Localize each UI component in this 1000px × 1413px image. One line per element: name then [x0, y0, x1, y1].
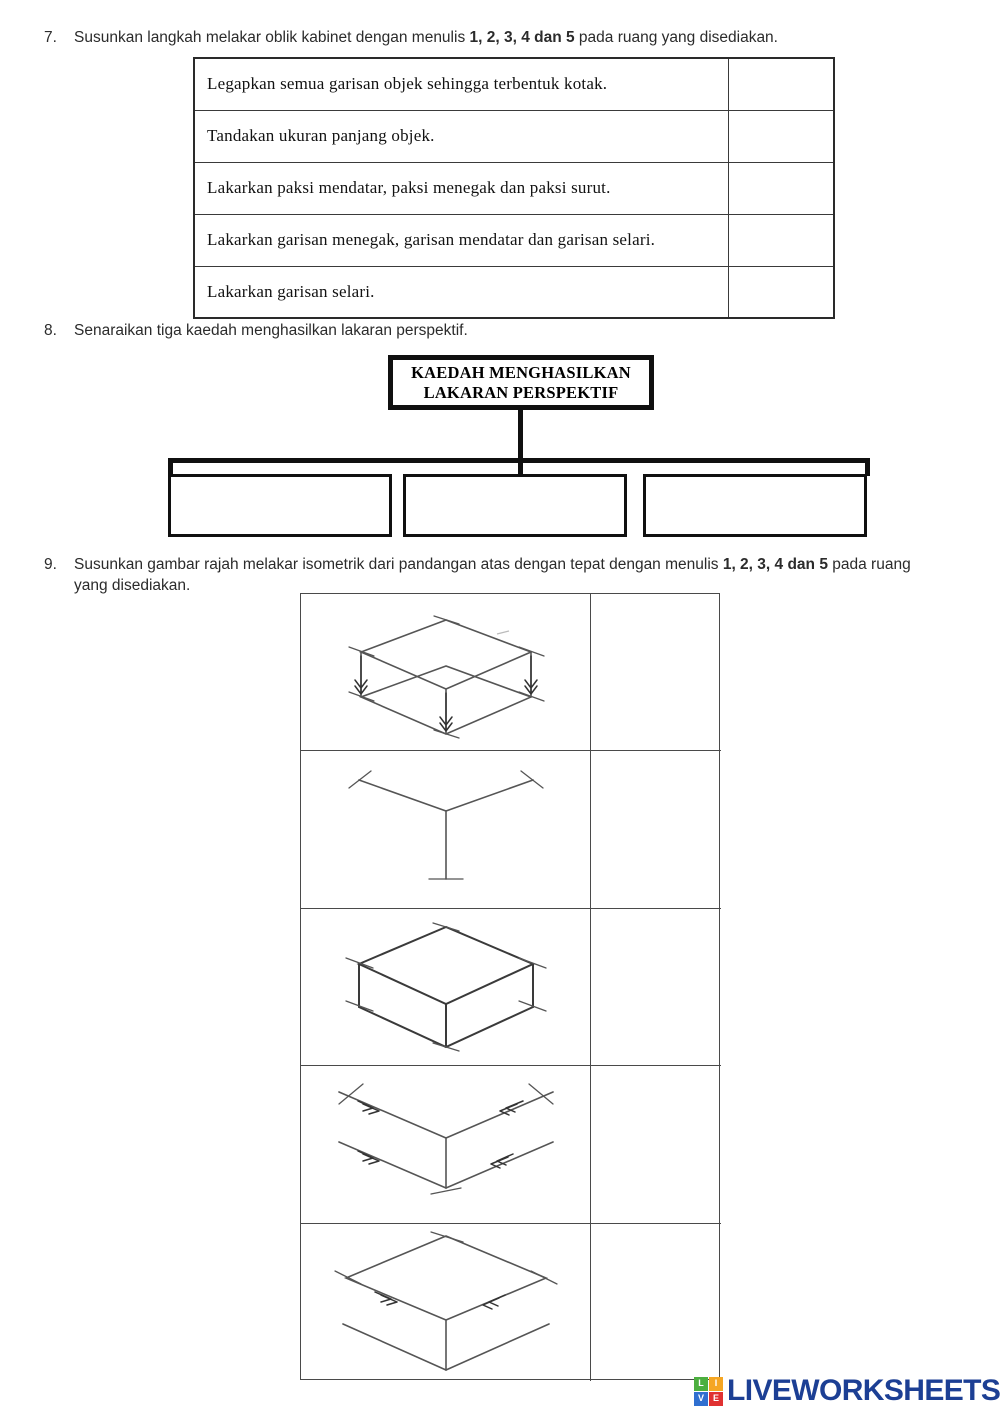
question-7-text: Susunkan langkah melakar oblik kabinet d…	[74, 27, 974, 48]
flowchart-drop-connector-1	[168, 458, 173, 476]
answer-cell[interactable]	[727, 213, 835, 267]
table-row	[301, 751, 721, 909]
q9-text-before: Susunkan gambar rajah melakar isometrik …	[74, 556, 723, 573]
table-row	[301, 1066, 721, 1224]
question-9: 9. Susunkan gambar rajah melakar isometr…	[44, 554, 944, 596]
question-8-text: Senaraikan tiga kaedah menghasilkan laka…	[74, 322, 468, 339]
step-text: Legapkan semua garisan objek sehingga te…	[193, 57, 729, 111]
table-row	[301, 908, 721, 1067]
answer-cell[interactable]	[591, 909, 721, 1065]
q9-text-bold1: 1, 2, 3, 4	[722, 556, 784, 573]
logo-tile-l: L	[694, 1376, 708, 1391]
table-row	[301, 594, 721, 752]
answer-cell[interactable]	[727, 161, 835, 215]
table-row	[301, 1223, 721, 1381]
step-text: Lakarkan garisan menegak, garisan mendat…	[193, 213, 729, 267]
q7-text-before: Susunkan langkah melakar oblik kabinet d…	[74, 29, 470, 46]
liveworksheets-logo[interactable]: L I V E LIVEWORKSHEETS	[694, 1374, 1000, 1408]
question-9-number: 9.	[44, 556, 57, 573]
step-text: Lakarkan paksi mendatar, paksi menegak d…	[193, 161, 729, 215]
answer-cell[interactable]	[727, 265, 835, 319]
flowchart-header-line2: LAKARAN PERSPEKTIF	[423, 382, 619, 402]
isometric-box-completed-icon	[301, 908, 591, 1066]
question-9-text: Susunkan gambar rajah melakar isometrik …	[74, 554, 944, 596]
table-row: Lakarkan paksi mendatar, paksi menegak d…	[193, 161, 835, 215]
flowchart-header-line1: KAEDAH MENGHASILKAN	[411, 362, 631, 382]
liveworksheets-logo-tiles: L I V E	[694, 1376, 723, 1406]
liveworksheets-wordmark: LIVEWORKSHEETS	[727, 1374, 1000, 1407]
answer-cell[interactable]	[591, 594, 721, 750]
question-7-number: 7.	[44, 29, 57, 46]
flowchart-drop-connector-3	[865, 458, 870, 476]
logo-tile-i: I	[709, 1376, 723, 1391]
table-row: Tandakan ukuran panjang objek.	[193, 109, 835, 163]
q7-text-after: pada ruang yang disediakan.	[574, 29, 778, 46]
logo-tile-v: V	[694, 1391, 708, 1406]
flowchart-answer-box-1[interactable]	[168, 474, 392, 537]
q8-flowchart: KAEDAH MENGHASILKAN LAKARAN PERSPEKTIF	[0, 355, 1000, 550]
q9-isometric-steps-table	[300, 593, 721, 1381]
flowchart-header-box: KAEDAH MENGHASILKAN LAKARAN PERSPEKTIF	[388, 355, 654, 410]
logo-tile-e: E	[709, 1391, 723, 1406]
table-row: Lakarkan garisan menegak, garisan mendat…	[193, 213, 835, 267]
answer-cell[interactable]	[727, 57, 835, 111]
isometric-axes-y-shape-icon	[301, 751, 591, 908]
flowchart-drop-connector-2	[518, 458, 523, 476]
answer-cell[interactable]	[591, 1224, 721, 1381]
question-8: 8. Senaraikan tiga kaedah menghasilkan l…	[44, 320, 744, 341]
answer-cell[interactable]	[591, 1066, 721, 1222]
answer-cell[interactable]	[591, 751, 721, 907]
isometric-top-face-diamond-icon	[301, 1223, 591, 1381]
step-text: Lakarkan garisan selari.	[193, 265, 729, 319]
answer-cell[interactable]	[727, 109, 835, 163]
isometric-box-with-down-arrows-icon	[301, 594, 591, 751]
q7-steps-table: Legapkan semua garisan objek sehingga te…	[193, 57, 835, 319]
question-8-number: 8.	[44, 322, 57, 339]
q7-text-bold: 1, 2, 3, 4 dan 5	[469, 29, 575, 46]
flowchart-answer-box-2[interactable]	[403, 474, 627, 537]
table-row: Lakarkan garisan selari.	[193, 265, 835, 319]
flowchart-stem-connector	[518, 410, 523, 462]
flowchart-answer-box-3[interactable]	[643, 474, 867, 537]
step-text: Tandakan ukuran panjang objek.	[193, 109, 729, 163]
table-row: Legapkan semua garisan objek sehingga te…	[193, 57, 835, 111]
isometric-axes-with-parallel-lines-arrows-icon	[301, 1066, 591, 1223]
question-7: 7. Susunkan langkah melakar oblik kabine…	[44, 27, 974, 48]
q9-text-bold2: dan 5	[787, 556, 828, 573]
q9-text-after: pada ruang yang disediakan.	[74, 556, 911, 594]
